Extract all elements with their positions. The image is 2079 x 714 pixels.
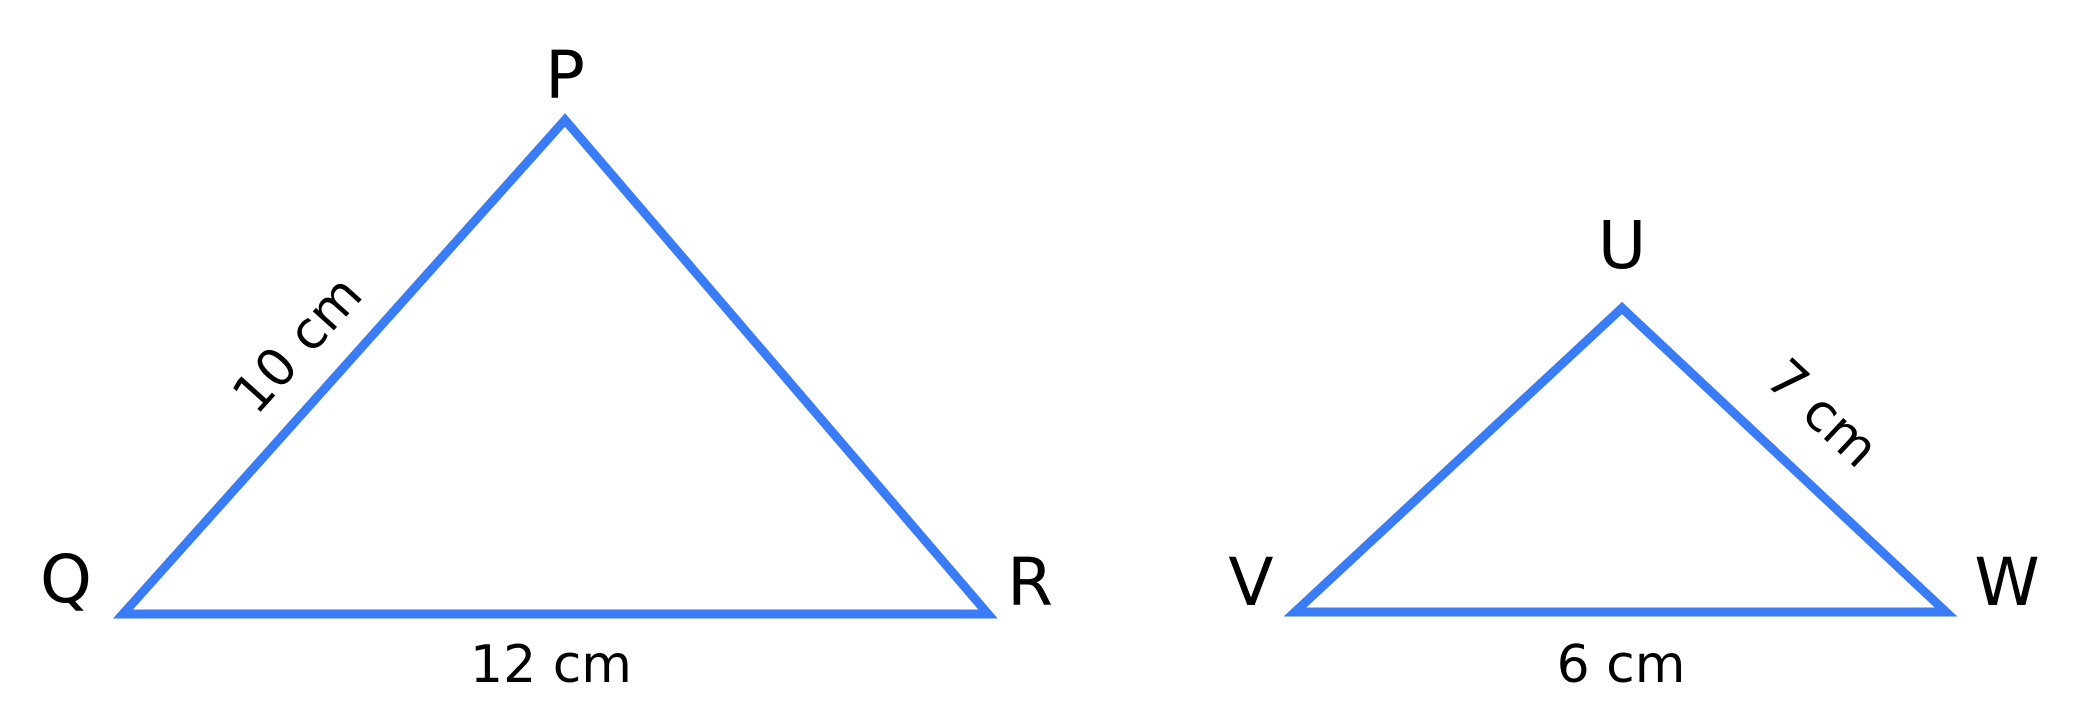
- vertex-label-p: P: [545, 37, 585, 114]
- side-label-uw: 7 cm: [1754, 348, 1889, 480]
- vertex-label-v: V: [1228, 544, 1273, 621]
- side-label-pq: 10 cm: [221, 265, 374, 426]
- side-label-qr: 12 cm: [470, 635, 632, 695]
- triangle-uvw: [1283, 301, 1958, 617]
- vertex-label-q: Q: [40, 541, 92, 618]
- side-label-vw: 6 cm: [1557, 635, 1686, 695]
- vertex-label-u: U: [1598, 207, 1646, 284]
- vertex-label-r: R: [1007, 544, 1053, 621]
- triangle-pqr: [112, 113, 998, 619]
- vertex-label-w: W: [1974, 544, 2039, 621]
